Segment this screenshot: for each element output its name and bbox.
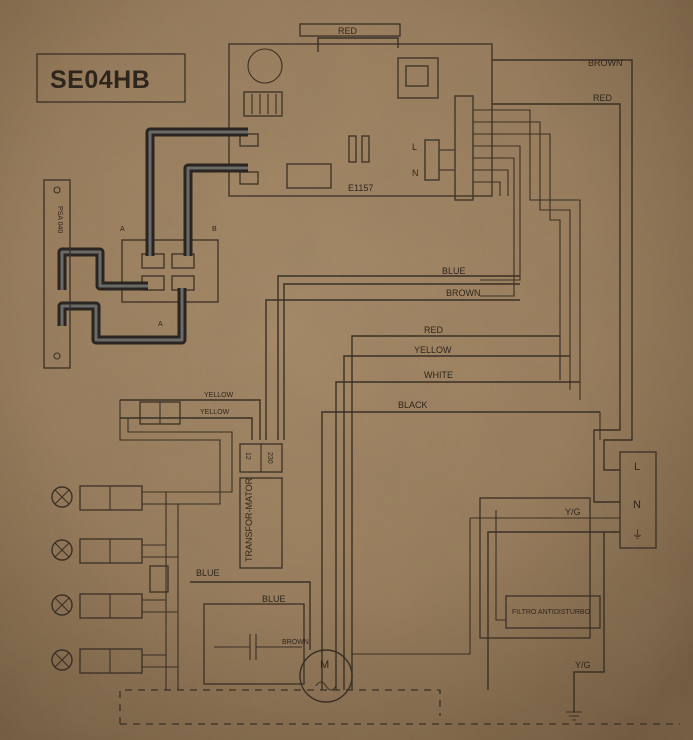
psa-switch-strip xyxy=(43,179,71,369)
wire-label-blue-motor-2: BLUE xyxy=(262,594,286,604)
wire-label-brown-harness: BROWN xyxy=(446,288,481,298)
terminal-l: L xyxy=(634,461,640,473)
capacitor-box xyxy=(203,603,305,685)
wire-label-yellow-lamp-2: YELLOW xyxy=(200,409,230,416)
motor-label: M xyxy=(320,659,329,671)
lamp-1-icon xyxy=(51,486,73,508)
ac-wave-icon xyxy=(315,681,337,691)
wire-label-red-right: RED xyxy=(593,93,613,103)
switch-pin-b: B xyxy=(212,226,217,233)
model-code-box xyxy=(36,53,186,103)
transformer xyxy=(239,477,283,569)
earth-label-1: Y/G xyxy=(565,507,581,517)
lamp-2-icon xyxy=(51,539,73,561)
transformer-pin-12: 12 xyxy=(244,452,251,460)
model-code: SE04HB xyxy=(50,66,150,94)
filter-unit xyxy=(505,595,601,629)
transformer-label: TRANSFOR-MATOR xyxy=(244,477,254,562)
switch-label: PSA 040 xyxy=(56,206,63,233)
wire-label-red-harness: RED xyxy=(424,325,444,335)
control-board: E1157 L N xyxy=(228,43,493,201)
wire-label-black-harness: BLACK xyxy=(398,400,428,410)
earth-icon: ⏚ xyxy=(632,528,643,541)
motor: M xyxy=(299,649,353,703)
wire-label-blue-motor-1: BLUE xyxy=(196,568,220,578)
wire-label-white-harness: WHITE xyxy=(424,370,453,380)
lamp-group xyxy=(51,480,233,690)
earth-label-2: Y/G xyxy=(575,660,591,670)
switch-pin-a2: A xyxy=(158,321,163,328)
filter-label: FILTRO ANTIDISTURBO xyxy=(512,609,591,616)
switch-pin-a: A xyxy=(120,226,125,233)
wire-label-top-red: RED xyxy=(338,26,358,36)
wire-label-brown-motor: BROWN xyxy=(282,639,309,646)
wire-label-yellow-lamp-1: YELLOW xyxy=(204,392,234,399)
transformer-pin-230: 230 xyxy=(266,452,273,464)
filter-outer-box xyxy=(479,497,591,639)
board-code: E1157 xyxy=(348,183,373,193)
terminal-n: N xyxy=(633,499,641,511)
wire-label-brown-top: BROWN xyxy=(588,58,623,68)
mains-terminal-block xyxy=(619,451,657,549)
board-input-l: L xyxy=(412,142,417,152)
lamp-3-icon xyxy=(51,594,73,616)
lamp-4-icon xyxy=(51,649,73,671)
wire-label-yellow-harness: YELLOW xyxy=(414,345,452,355)
board-input-n: N xyxy=(412,168,419,178)
wire-label-blue-harness: BLUE xyxy=(442,266,466,276)
